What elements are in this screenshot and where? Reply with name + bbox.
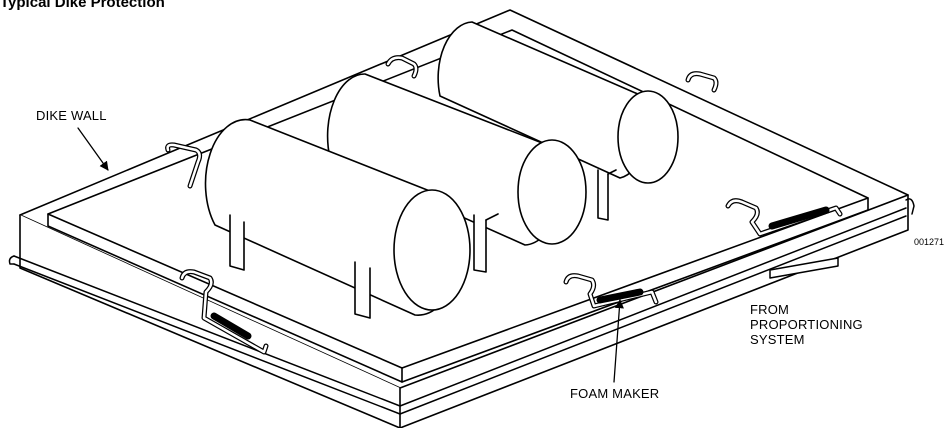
dike-wall-label: DIKE WALL — [36, 108, 107, 123]
tank-middle — [326, 73, 587, 273]
tank-front — [204, 118, 471, 319]
figure-id: 001271 — [914, 237, 945, 247]
foam-maker-units — [165, 55, 843, 355]
foam-supply-pipe — [8, 198, 915, 415]
foam-maker-arrow — [613, 299, 624, 383]
tank-rear — [437, 21, 679, 221]
from-proportioning-line-3: SYSTEM — [750, 332, 805, 347]
foam-maker-label: FOAM MAKER — [570, 386, 660, 401]
from-proportioning-line-1: FROM — [750, 302, 790, 317]
diagram-title: Typical Dike Protection — [0, 0, 165, 11]
from-proportioning-line-2: PROPORTIONING — [750, 317, 863, 332]
dike-wall-arrow — [77, 127, 109, 171]
from-proportioning-label: FROM PROPORTIONING SYSTEM — [750, 302, 863, 347]
